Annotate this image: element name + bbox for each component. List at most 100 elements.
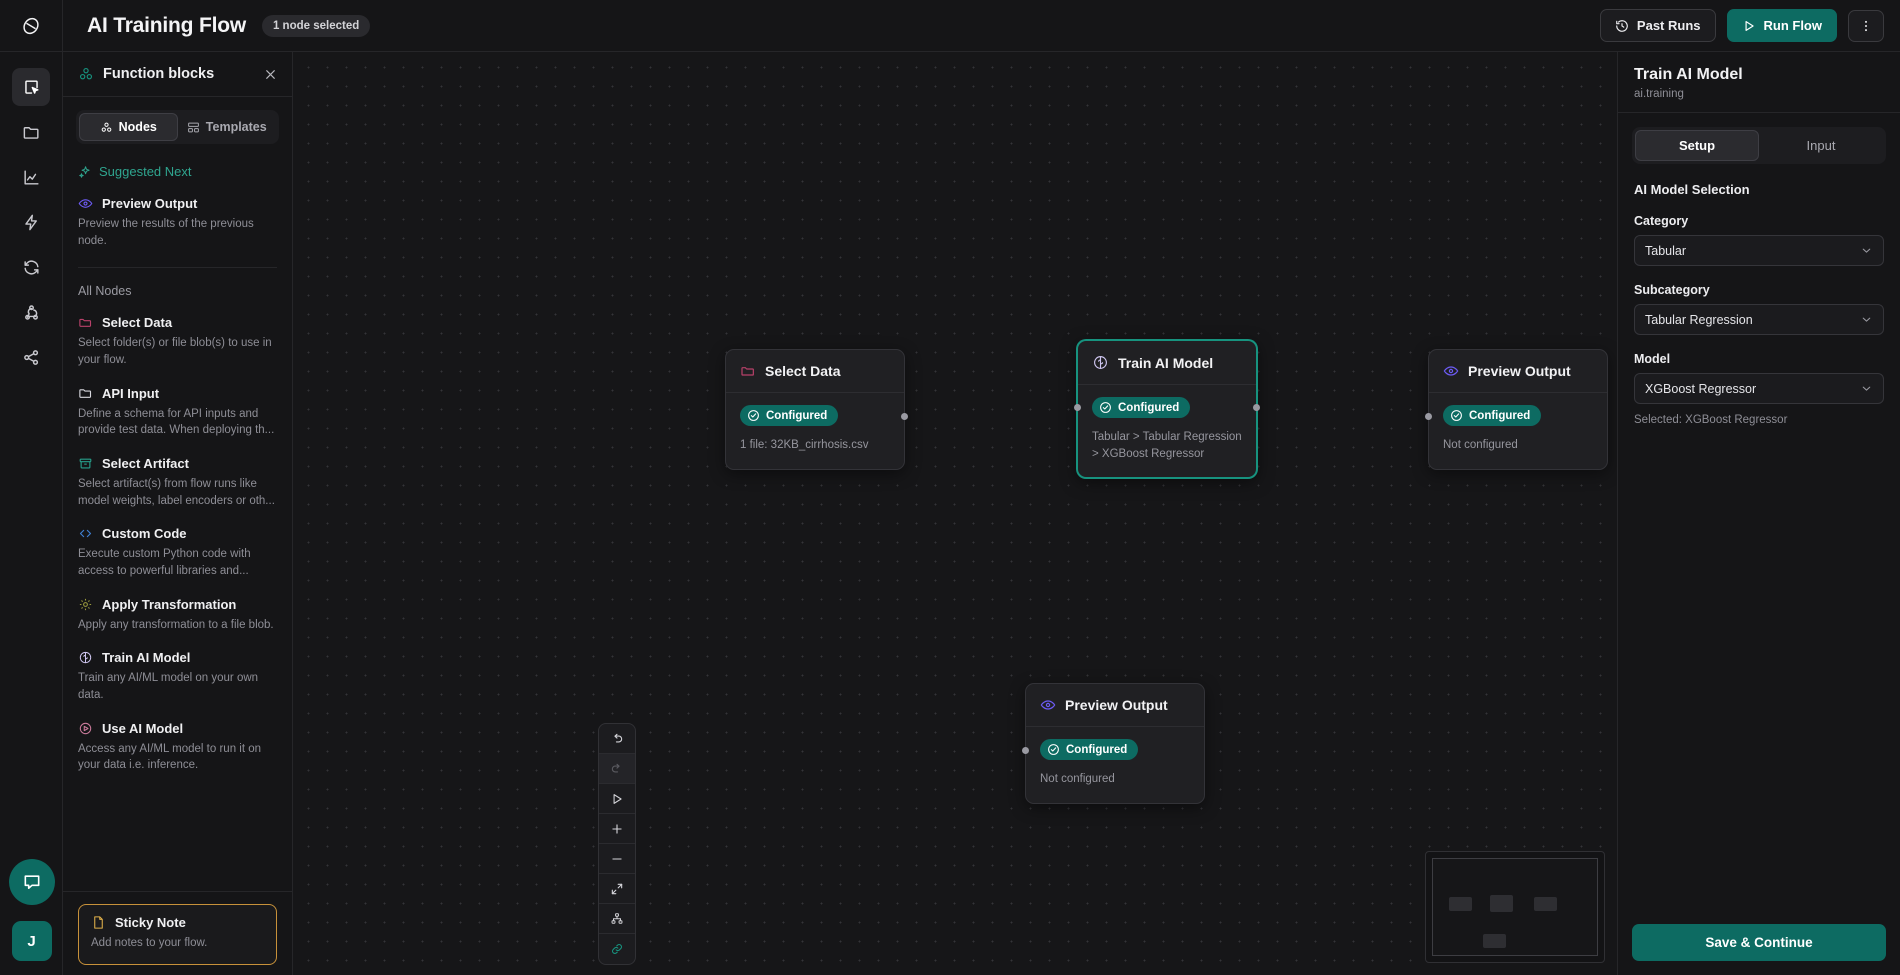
- library-item-name: Custom Code: [102, 526, 187, 542]
- redo-button[interactable]: [599, 754, 635, 784]
- function-blocks-header: Function blocks: [63, 52, 292, 97]
- library-item-name: API Input: [102, 385, 160, 401]
- node-input-port[interactable]: [1425, 413, 1432, 420]
- app-logo[interactable]: [0, 0, 63, 52]
- zoom-out-button[interactable]: [599, 844, 635, 874]
- canvas-node-subtext: Not configured: [1040, 773, 1115, 785]
- canvas-node-header: Preview Output: [1429, 350, 1607, 393]
- node-output-port[interactable]: [901, 413, 908, 420]
- flow-canvas[interactable]: Select Data Configured 1 file: 32KB_cirr…: [293, 52, 1617, 975]
- canvas-node-header: Preview Output: [1026, 684, 1204, 727]
- library-item-name: Apply Transformation: [102, 596, 237, 612]
- ai-model-selection-label: AI Model Selection: [1634, 182, 1750, 197]
- user-avatar[interactable]: J: [11, 921, 52, 961]
- close-icon[interactable]: [264, 68, 277, 81]
- rail-item-automations[interactable]: [12, 203, 50, 241]
- share-nodes-icon: [22, 348, 41, 367]
- canvas-minimap[interactable]: [1425, 851, 1605, 963]
- past-runs-button[interactable]: Past Runs: [1599, 9, 1716, 42]
- category-select[interactable]: Tabular: [1634, 235, 1884, 266]
- undo-icon: [610, 732, 624, 746]
- tab-templates[interactable]: Templates: [178, 113, 277, 141]
- library-item-api-input[interactable]: API Input Define a schema for API inputs…: [78, 386, 277, 439]
- rail-item-flow-builder[interactable]: [12, 68, 50, 106]
- archive-box-icon: [78, 456, 93, 471]
- kebab-menu-icon: [1859, 19, 1873, 33]
- sparkle-icon: [78, 165, 92, 179]
- minimap-node: [1490, 895, 1513, 912]
- canvas-node-subtext: 1 file: 32KB_cirrhosis.csv: [740, 439, 869, 451]
- flow-builder-icon: [22, 78, 41, 97]
- category-label: Category: [1634, 214, 1689, 228]
- link-button[interactable]: [599, 934, 635, 964]
- auto-layout-button[interactable]: [599, 904, 635, 934]
- chevron-down-icon: [1860, 313, 1873, 326]
- rail-item-sync[interactable]: [12, 248, 50, 286]
- canvas-node-title: Select Data: [765, 363, 841, 379]
- subcategory-select[interactable]: Tabular Regression: [1634, 304, 1884, 335]
- suggested-node-preview-output[interactable]: Preview Output Preview the results of th…: [78, 196, 277, 249]
- rail-item-analytics[interactable]: [12, 158, 50, 196]
- save-and-continue-button[interactable]: Save & Continue: [1632, 924, 1886, 961]
- library-item-train-ai-model[interactable]: Train AI Model Train any AI/ML model on …: [78, 650, 277, 703]
- brain-icon: [1092, 354, 1109, 371]
- node-output-port[interactable]: [1253, 404, 1260, 411]
- panel-divider: [78, 267, 277, 269]
- chat-support-button[interactable]: [8, 859, 55, 905]
- folder-icon: [78, 386, 93, 401]
- model-value: XGBoost Regressor: [1645, 381, 1757, 396]
- model-select[interactable]: XGBoost Regressor: [1634, 373, 1884, 404]
- library-item-apply-transformation[interactable]: Apply Transformation Apply any transform…: [78, 597, 277, 634]
- left-nav-rail: J: [0, 52, 63, 975]
- eye-icon: [78, 196, 93, 211]
- tab-setup[interactable]: Setup: [1635, 130, 1759, 161]
- function-blocks-panel: Function blocks Nodes: [63, 52, 293, 975]
- rail-item-webhooks[interactable]: [12, 293, 50, 331]
- folder-open-icon: [78, 315, 93, 330]
- rail-item-share[interactable]: [12, 338, 50, 376]
- tab-nodes-label: Nodes: [118, 120, 157, 134]
- fit-view-button[interactable]: [599, 874, 635, 904]
- brain-icon: [78, 650, 93, 665]
- canvas-node-body: Configured 1 file: 32KB_cirrhosis.csv: [726, 393, 904, 469]
- library-item-select-artifact[interactable]: Select Artifact Select artifact(s) from …: [78, 456, 277, 509]
- undo-button[interactable]: [599, 724, 635, 754]
- library-item-select-data[interactable]: Select Data Select folder(s) or file blo…: [78, 315, 277, 368]
- status-badge: Configured: [740, 405, 839, 426]
- chevron-down-icon: [1860, 244, 1873, 257]
- canvas-node-title: Train AI Model: [1118, 354, 1214, 371]
- run-flow-button[interactable]: Run Flow: [1726, 9, 1837, 42]
- node-input-port[interactable]: [1022, 747, 1029, 754]
- library-item-use-ai-model[interactable]: Use AI Model Access any AI/ML model to r…: [78, 721, 277, 774]
- more-options-button[interactable]: [1848, 9, 1884, 42]
- library-item-head: Train AI Model: [78, 650, 277, 665]
- link-icon: [610, 942, 624, 956]
- canvas-node-preview-output-bottom[interactable]: Preview Output Configured Not configured: [1022, 683, 1205, 804]
- node-library-list[interactable]: Suggested Next Preview Output Preview th…: [63, 144, 292, 891]
- library-item-sticky-note[interactable]: Sticky Note Add notes to your flow.: [78, 904, 277, 965]
- status-badge-label: Configured: [1066, 743, 1128, 756]
- inspector-tabs: Setup Input: [1632, 127, 1886, 164]
- tab-input[interactable]: Input: [1806, 138, 1836, 153]
- canvas-node-select-data[interactable]: Select Data Configured 1 file: 32KB_cirr…: [725, 349, 908, 470]
- run-play-icon: [610, 792, 624, 806]
- function-blocks-title: Function blocks: [103, 66, 215, 82]
- minimap-node: [1449, 897, 1472, 911]
- lightning-bolt-icon: [22, 213, 41, 232]
- past-runs-label: Past Runs: [1636, 18, 1701, 33]
- canvas-node-title: Preview Output: [1065, 697, 1168, 713]
- library-item-custom-code[interactable]: Custom Code Execute custom Python code w…: [78, 526, 277, 579]
- canvas-node-train-ai-model[interactable]: Train AI Model Configured Tabular > Tabu…: [1074, 340, 1260, 479]
- status-badge: Configured: [1092, 397, 1191, 418]
- tab-nodes[interactable]: Nodes: [79, 113, 178, 141]
- rail-item-folder[interactable]: [12, 113, 50, 151]
- library-item-head: Custom Code: [78, 526, 277, 541]
- node-input-port[interactable]: [1074, 404, 1081, 411]
- top-bar-actions: Past Runs Run Flow: [1599, 9, 1900, 42]
- webhook-icon: [22, 303, 41, 322]
- suggested-next-label: Suggested Next: [99, 164, 192, 179]
- run-button[interactable]: [599, 784, 635, 814]
- canvas-node-preview-output-right[interactable]: Preview Output Configured Not configured: [1425, 349, 1608, 470]
- sticky-note-head: Sticky Note: [91, 915, 264, 930]
- zoom-in-button[interactable]: [599, 814, 635, 844]
